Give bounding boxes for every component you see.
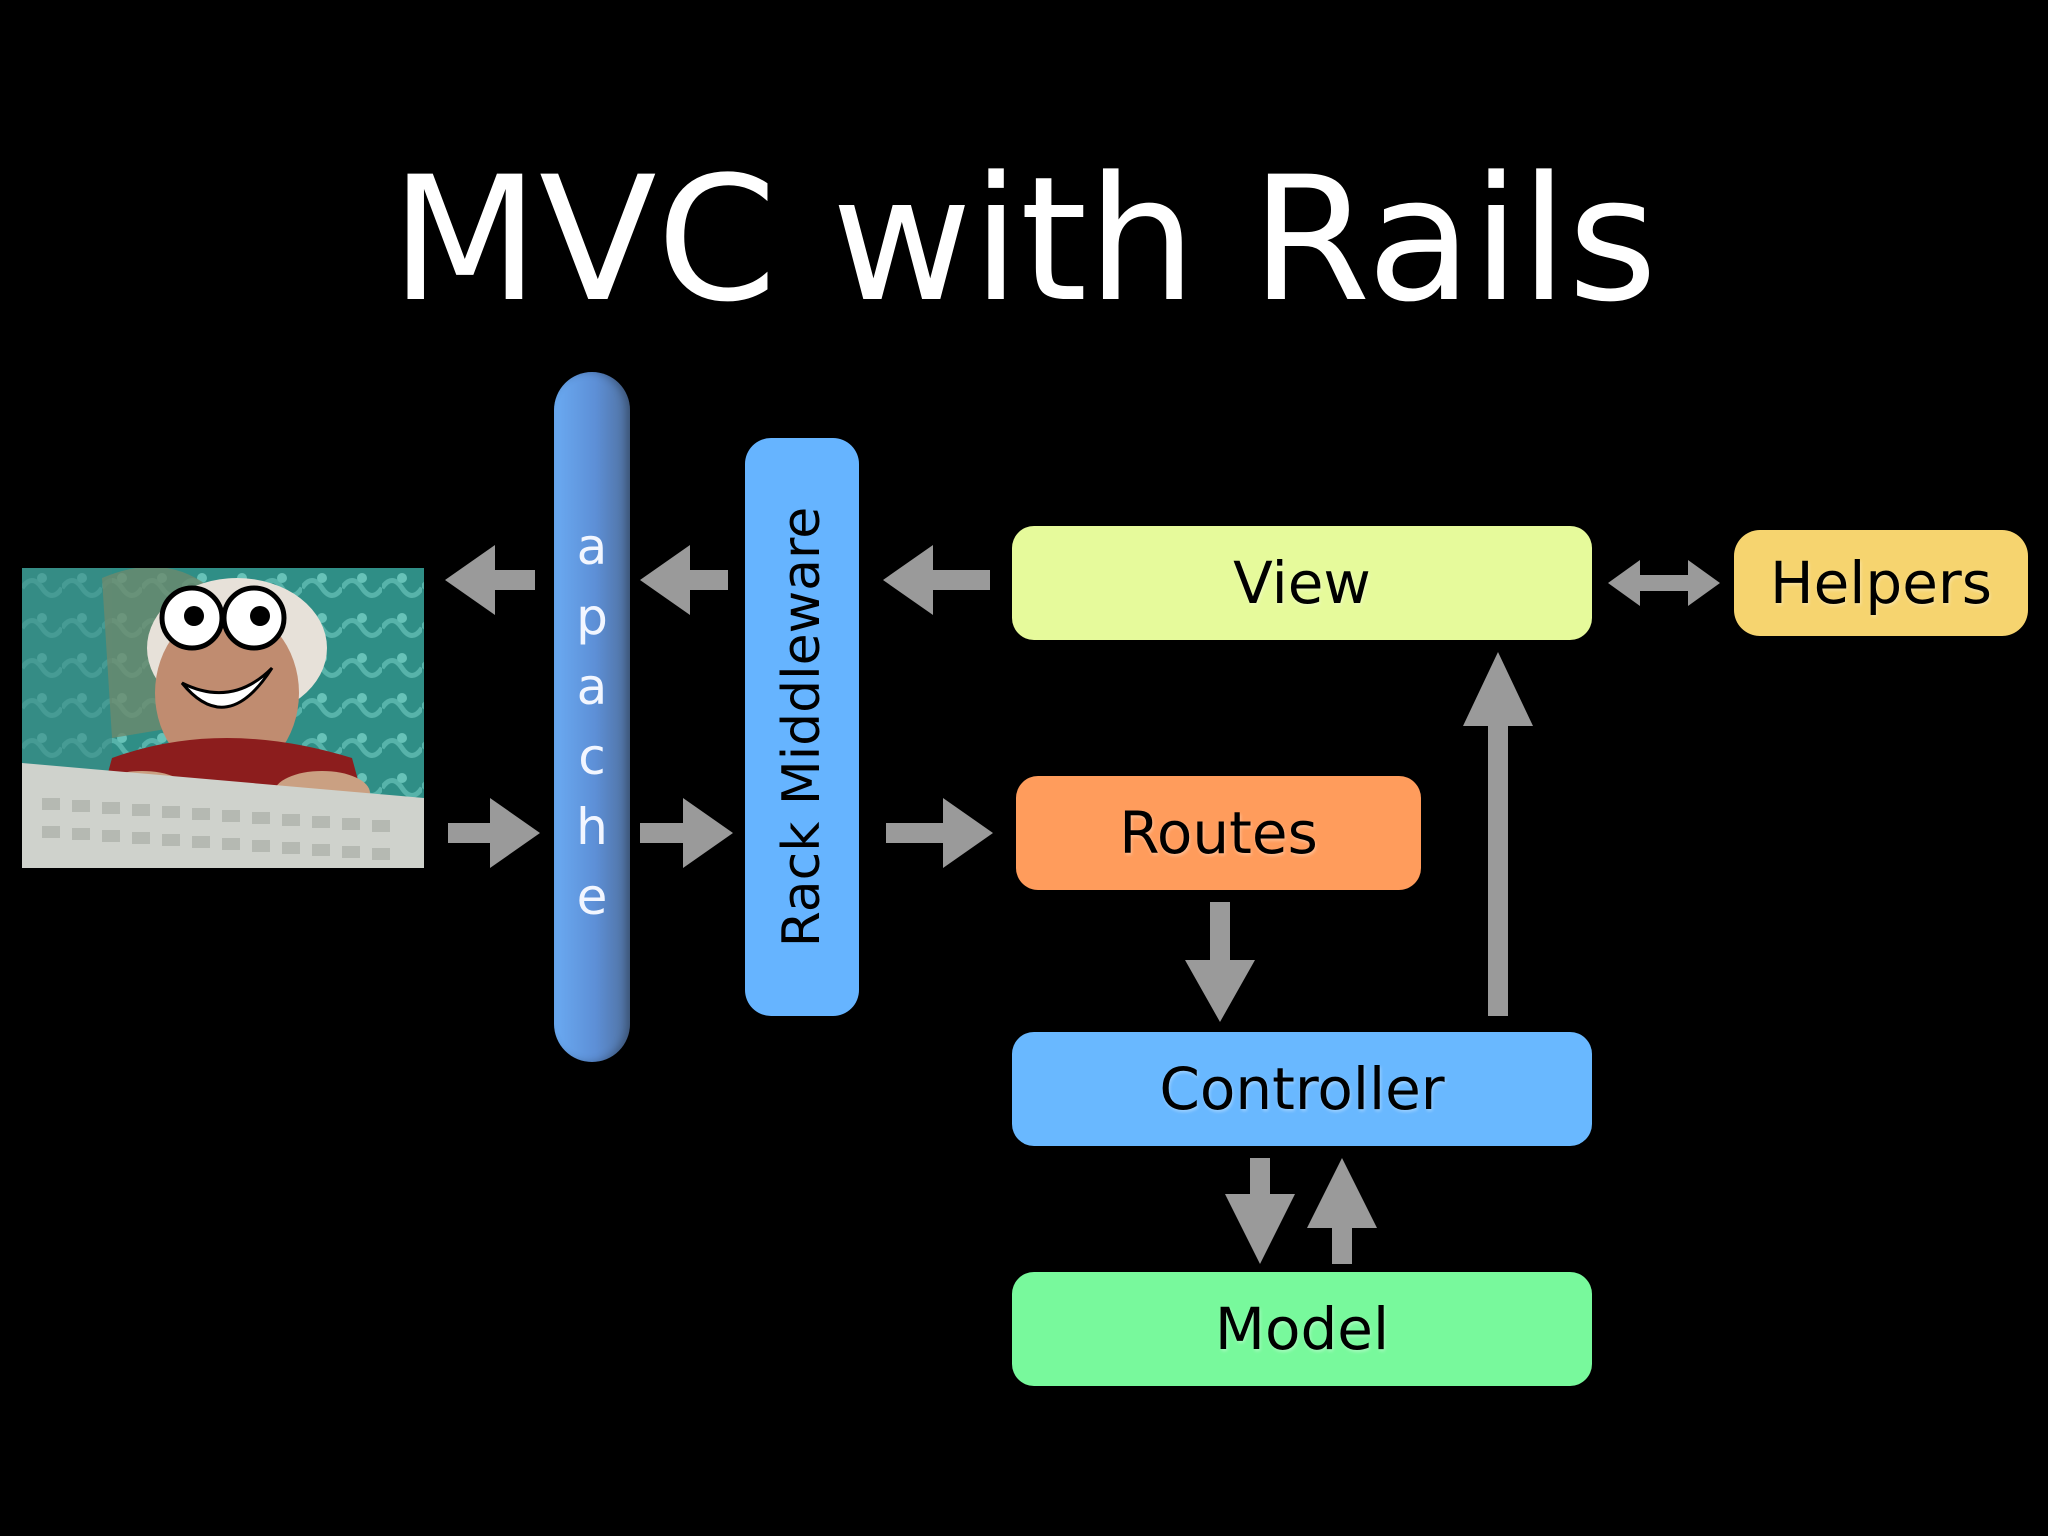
arrow-icon [1463,652,1533,1016]
arrow-icon [445,545,535,615]
user-at-keyboard-icon [22,568,424,868]
arrow-icon [448,798,540,868]
apache-label: a p a c h e [554,512,630,932]
arrow-icon [1225,1158,1295,1264]
arrow-icon [1307,1158,1377,1264]
arrow-icon [886,798,993,868]
model-box: Model [1012,1272,1592,1386]
apache-letter: e [576,868,608,926]
arrow-icon [640,798,733,868]
arrow-icon [640,545,728,615]
apache-letter: a [576,518,608,576]
controller-box: Controller [1012,1032,1592,1146]
view-box: View [1012,526,1592,640]
apache-letter: p [576,588,608,646]
apache-letter: h [576,798,608,856]
apache-letter: c [578,728,606,786]
helpers-label: Helpers [1770,549,1992,617]
user-photo [22,568,424,868]
rack-middleware: Rack Middleware [745,438,859,1016]
helpers-box: Helpers [1734,530,2028,636]
apache-server: a p a c h e [554,372,630,1062]
arrow-icon [1185,902,1255,1022]
controller-label: Controller [1159,1055,1445,1123]
slide-title: MVC with Rails [390,139,1658,340]
routes-label: Routes [1119,799,1318,867]
model-label: Model [1214,1295,1390,1363]
view-label: View [1233,549,1371,617]
arrow-icon [883,545,990,615]
arrow-icon [1608,560,1720,606]
routes-box: Routes [1016,776,1421,890]
apache-letter: a [576,658,608,716]
